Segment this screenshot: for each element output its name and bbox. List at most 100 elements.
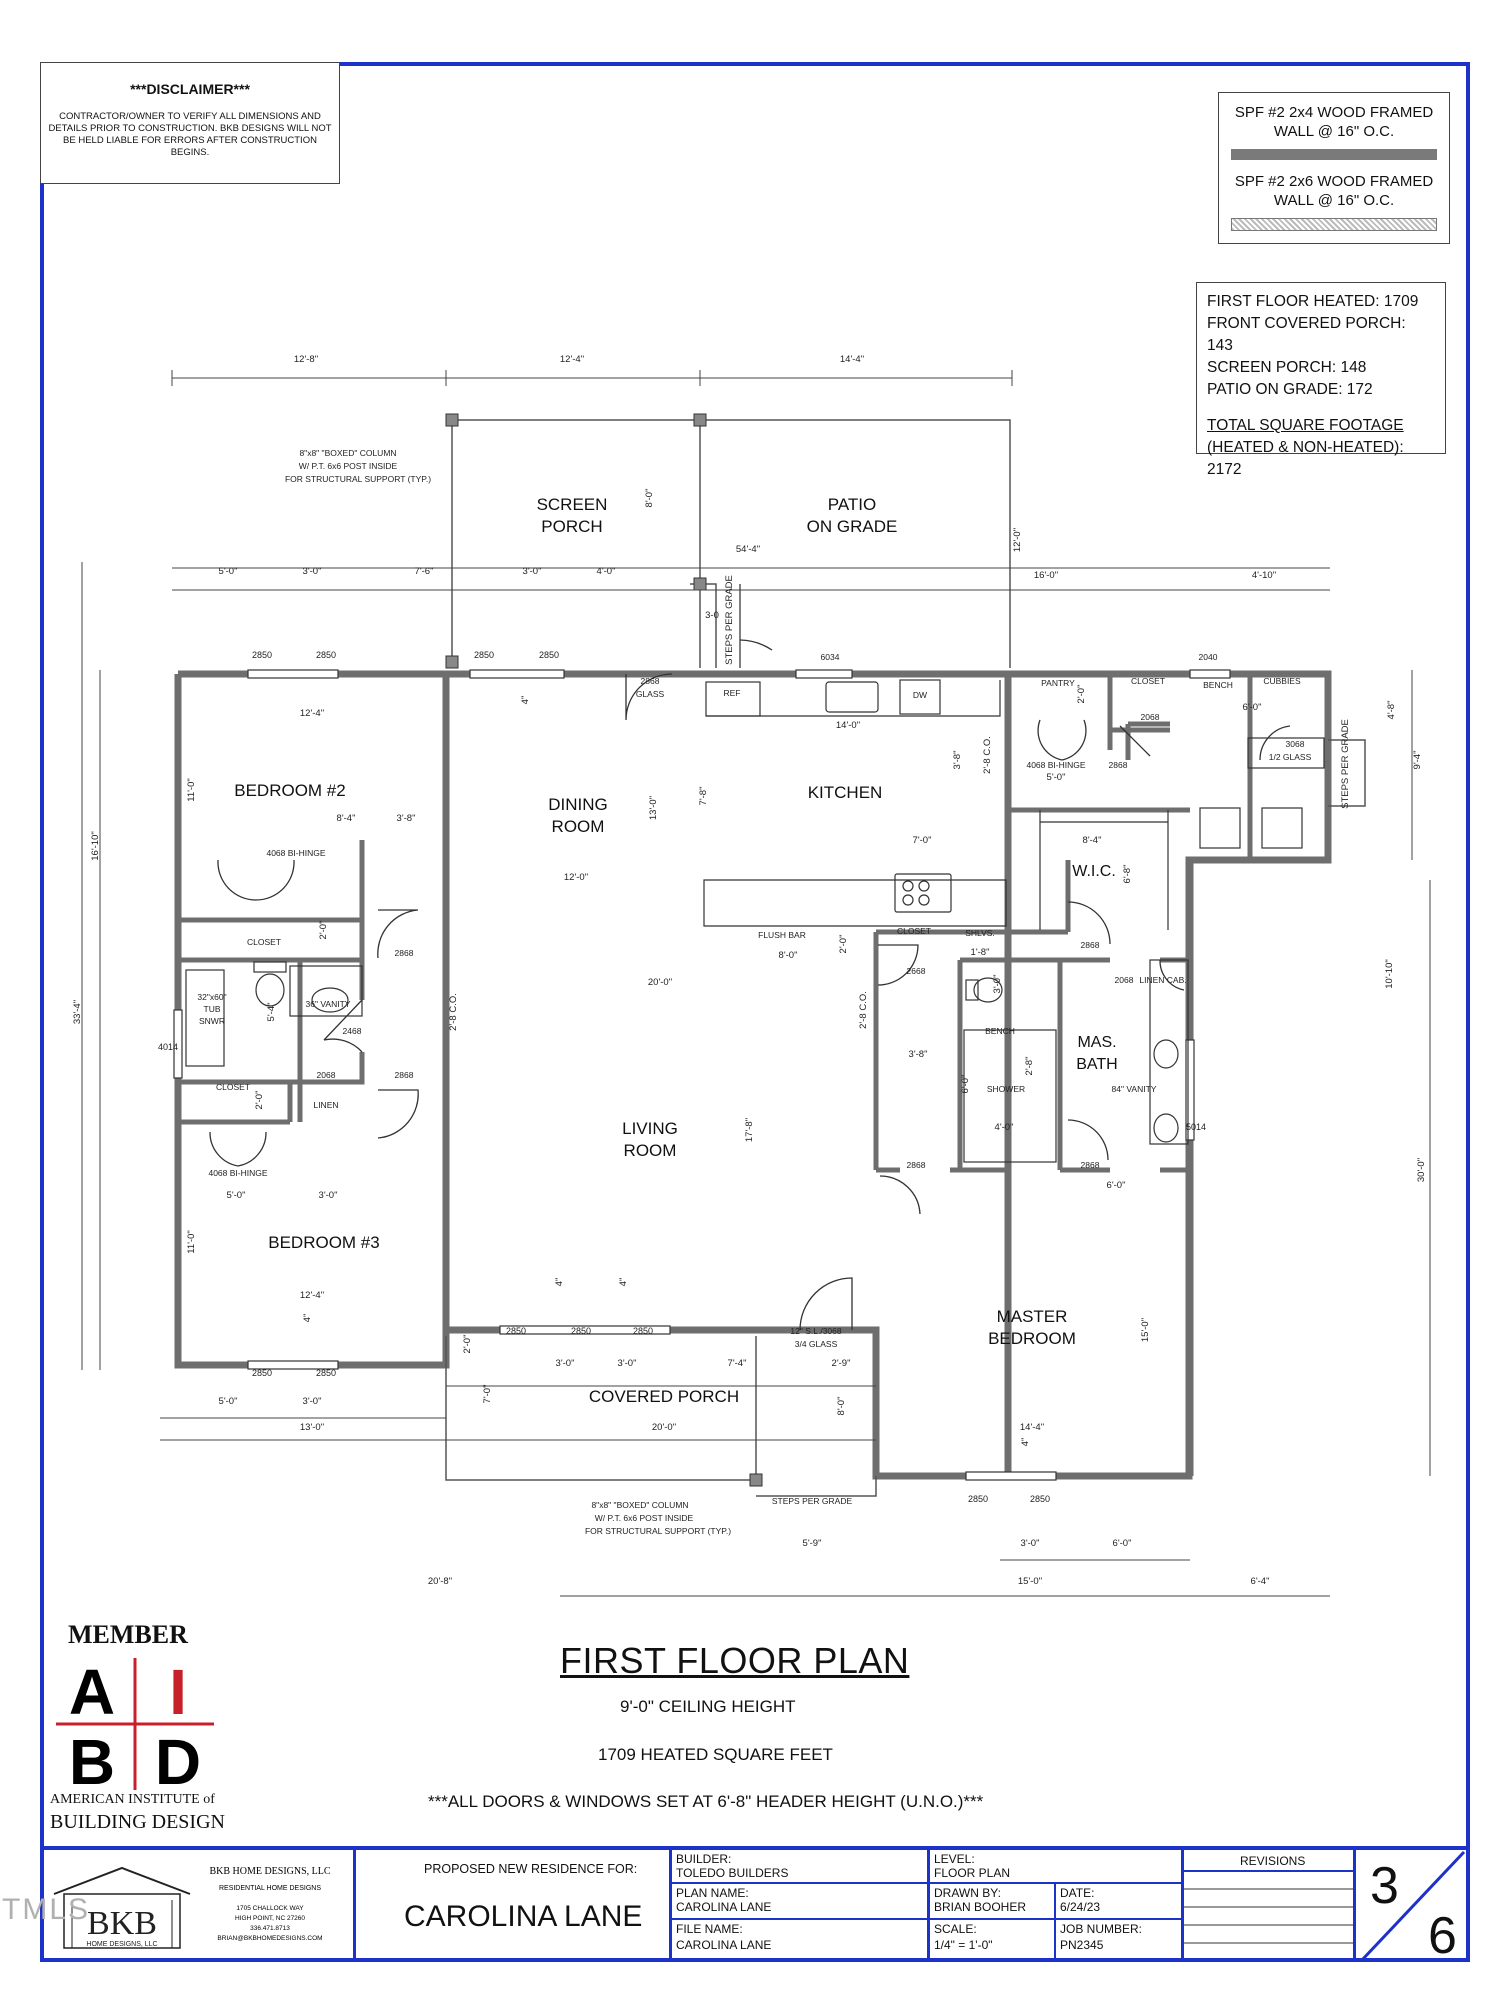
room-label-bedroom2: BEDROOM #2: [234, 781, 345, 800]
vertical-dimension-label: 7'-8": [698, 787, 709, 806]
plan-note: 84" VANITY: [1112, 1084, 1157, 1094]
sqft-line: SCREEN PORCH: 148: [1207, 359, 1367, 376]
plan-note: 36" VANITY: [306, 999, 351, 1009]
room-label-masbath: MAS.: [1077, 1034, 1116, 1051]
divider: [1184, 1888, 1353, 1890]
divider: [1184, 1906, 1353, 1908]
dimension-label: 14'-4": [1020, 1422, 1044, 1433]
dimension-label: 3'-0": [618, 1358, 637, 1369]
room-label-screen-porch-2: PORCH: [541, 517, 602, 536]
dimension-label: 12'-8": [294, 354, 318, 365]
proposed-residence-label: PROPOSED NEW RESIDENCE FOR:: [424, 1862, 638, 1876]
aibd-letter-d: D: [155, 1726, 201, 1794]
title-block-level-cell: LEVEL: FLOOR PLAN DRAWN BY: BRIAN BOOHER…: [930, 1850, 1184, 1962]
dimension-label: 3'-0": [303, 1396, 322, 1407]
job-number-label: JOB NUMBER:: [1060, 1922, 1143, 1936]
plan-note: 8"x8" "BOXED" COLUMN: [591, 1500, 688, 1510]
dimension-label: 4'-0": [995, 1122, 1014, 1133]
vertical-dimension-label: 11'-0": [186, 778, 197, 802]
room-label-living: LIVING: [622, 1119, 678, 1138]
plan-note: FOR STRUCTURAL SUPPORT (TYP.): [285, 474, 431, 484]
window-label: 2850: [474, 650, 494, 660]
door-swings: [209, 639, 1291, 1331]
title-block-builder-cell: BUILDER: TOLEDO BUILDERS PLAN NAME: CARO…: [672, 1850, 930, 1962]
room-label-bedroom3: BEDROOM #3: [268, 1233, 379, 1252]
vertical-dimension-label: 8'-0": [644, 489, 655, 508]
ceiling-height: 9'-0" CEILING HEIGHT: [620, 1697, 796, 1716]
plan-note: CLOSET: [1131, 676, 1165, 686]
mls-watermark: TMLS: [2, 1893, 91, 1926]
plan-note: GLASS: [636, 689, 665, 699]
dimension-label: 5'-0": [1047, 772, 1066, 783]
dimension-label: 15'-0": [1018, 1576, 1042, 1587]
plan-note: PANTRY: [1041, 678, 1075, 688]
window-label: 2850: [968, 1494, 988, 1504]
plan-note: CLOSET: [216, 1082, 250, 1092]
window-label: 2850: [316, 650, 336, 660]
company-address2: HIGH POINT, NC 27260: [235, 1915, 305, 1922]
vertical-dimension-label: 5'-4": [266, 1003, 277, 1022]
plan-note: 4068 BI-HINGE: [1026, 760, 1085, 770]
sheet-number-divider: [1360, 1850, 1466, 1962]
divider: [1054, 1884, 1056, 1962]
builder-label: BUILDER:: [676, 1852, 732, 1866]
dimension-label: 20'-0": [652, 1422, 676, 1433]
level-label: LEVEL:: [934, 1852, 975, 1866]
vertical-dimension-label: 2'-8 C.O.: [858, 991, 869, 1029]
vertical-dimension-label: 2'-0": [1076, 685, 1087, 704]
wall-legend: SPF #2 2x4 WOOD FRAMED WALL @ 16" O.C. S…: [1218, 92, 1450, 244]
vertical-dimension-label: 2'-8 C.O.: [448, 993, 459, 1031]
divider: [930, 1918, 1181, 1920]
dimension-label: 3'-8": [397, 813, 416, 824]
dimension-label: 6'-0": [1243, 702, 1262, 713]
dimension-label: 1'-8": [971, 947, 990, 958]
dimension-label: 14'-4": [840, 354, 864, 365]
company-phone: 336.471.8713: [250, 1925, 290, 1932]
vertical-dimension-label: 13'-0": [648, 796, 659, 820]
vertical-dimension-label: 2'-8": [1024, 1057, 1035, 1076]
plan-note: W/ P.T. 6x6 POST INSIDE: [299, 461, 398, 471]
dimension-label: 7'-4": [728, 1358, 747, 1369]
vertical-dimension-label: 12'-0": [1012, 528, 1023, 552]
plan-note: 2868: [1081, 940, 1100, 950]
divider: [930, 1882, 1181, 1884]
builder-value: TOLEDO BUILDERS: [676, 1866, 789, 1880]
plan-note: SHOWER: [987, 1084, 1025, 1094]
vertical-dimension-labels: 8'-0"12'-0"16'-10"11'-0"13'-0"7'-8"3'-8"…: [72, 489, 1427, 1447]
dimension-label: 14'-0": [836, 720, 860, 731]
room-label-master: MASTER: [997, 1307, 1068, 1326]
plan-note: 2868: [1081, 1160, 1100, 1170]
dimension-label: 16'-0": [1034, 570, 1058, 581]
legend-2x4-swatch: [1231, 149, 1437, 160]
dimension-label: 8'-4": [1083, 835, 1102, 846]
bkb-logo-subtext: HOME DESIGNS, LLC: [86, 1941, 157, 1948]
window-label: 2850: [571, 1326, 591, 1336]
room-label-masbath-2: BATH: [1076, 1056, 1117, 1073]
sqft-line: FIRST FLOOR HEATED: 1709: [1207, 293, 1419, 310]
sqft-total-value: (HEATED & NON-HEATED): 2172: [1207, 439, 1404, 478]
windows: [173, 669, 1231, 1481]
residence-name: CAROLINA LANE: [404, 1900, 643, 1933]
vertical-dimension-label: 2'-8 C.O.: [982, 736, 993, 774]
dimension-label: 20'-8": [428, 1576, 452, 1587]
divider: [672, 1918, 927, 1920]
aibd-name-line2: BUILDING DESIGN: [50, 1811, 225, 1833]
plan-note: 2040: [1199, 652, 1218, 662]
bkb-house-icon: BKB HOME DESIGNS, LLC BKB HOME DESIGNS, …: [53, 1866, 331, 1949]
dimension-label: 3'-0": [556, 1358, 575, 1369]
divider: [672, 1882, 927, 1884]
room-label-living-2: ROOM: [624, 1141, 677, 1160]
dimension-label: 6'-4": [1251, 1576, 1270, 1587]
company-email: BRIAN@BKBHOMEDESIGNS.COM: [217, 1935, 322, 1942]
drawing-sheet-border: [40, 62, 1470, 1962]
window-label: 2850: [316, 1368, 336, 1378]
disclaimer-box: ***DISCLAIMER*** CONTRACTOR/OWNER TO VER…: [40, 62, 340, 184]
window-label: 2850: [506, 1326, 526, 1336]
bkb-logo-text: BKB: [87, 1905, 157, 1942]
plan-note: STEPS PER GRADE: [772, 1496, 853, 1506]
plan-note: CLOSET: [897, 926, 931, 936]
aibd-member-logo: MEMBER A I B D AMERICAN INSTITUTE of BUI…: [46, 1620, 226, 1836]
room-label-patio-2: ON GRADE: [807, 517, 898, 536]
company-name: BKB HOME DESIGNS, LLC: [209, 1866, 330, 1877]
